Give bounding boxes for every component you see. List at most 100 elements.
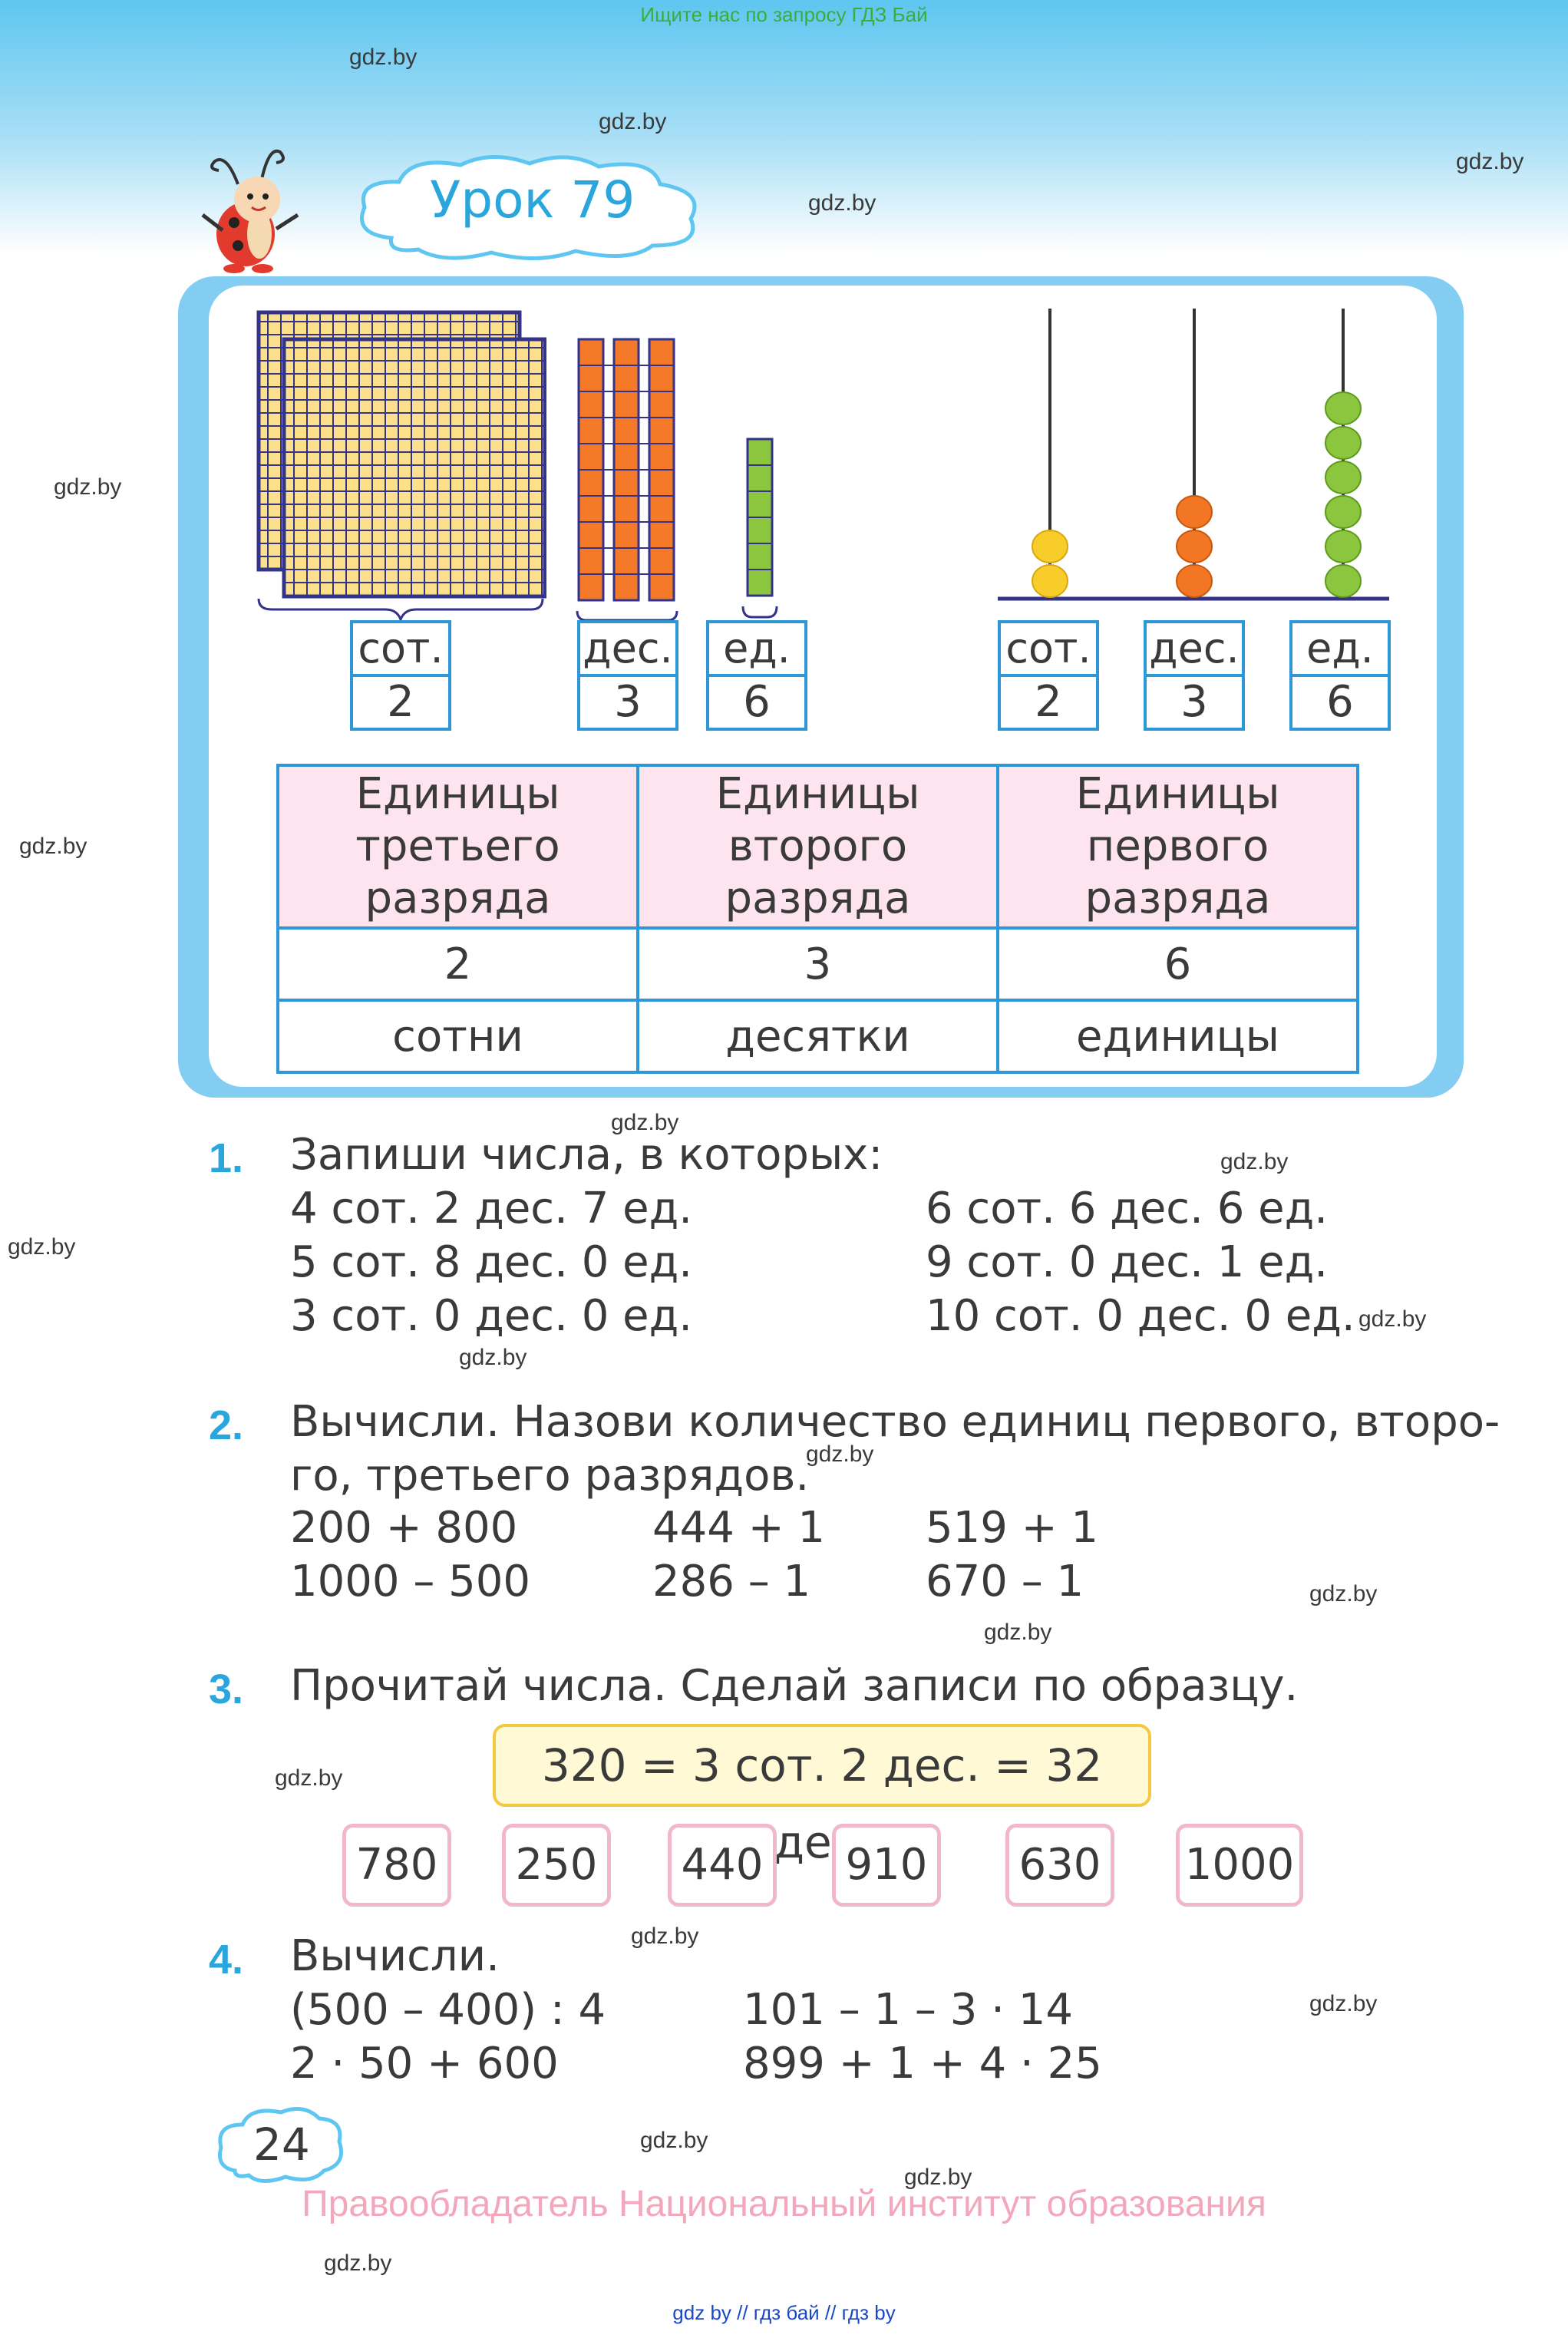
table-header-row: Единицы третьего разряда Единицы второго… [276,764,1359,930]
header-line: Единицы [1075,769,1280,819]
task-1-item: 3 сот. 0 дес. 0 ед. [290,1291,693,1341]
digit-cell: 2 [276,926,639,1002]
watermark: gdz.by [631,1924,699,1949]
watermark: gdz.by [275,1765,343,1791]
rank-name-cell: десятки [636,999,999,1074]
watermark: gdz.by [1358,1306,1427,1332]
task-3-number: 3. [209,1666,244,1712]
watermark: gdz.by [1456,149,1524,174]
task-2-number: 2. [209,1402,244,1448]
task-1-item: 5 сот. 8 дес. 0 ед. [290,1237,693,1287]
task-2-title-line: Вычисли. Назови количество единиц первог… [290,1397,1500,1447]
task-2-expression: 200 + 800 [290,1503,518,1553]
task-1-title: Запиши числа, в которых: [290,1130,883,1180]
units-cubes [741,438,778,619]
header-line: разряда [725,873,911,923]
task-2-expression: 670 – 1 [926,1557,1084,1607]
title-cloud-icon [360,155,697,261]
hundreds-blocks [256,310,546,623]
task-1-item: 9 сот. 0 дес. 1 ед. [926,1237,1329,1287]
blocks-units-label: ед. 6 [706,620,807,731]
watermark: gdz.by [1309,1581,1378,1607]
task-2-title-line: го, третьего разрядов. [290,1451,810,1501]
task-3-title: Прочитай числа. Сделай записи по образцу… [290,1661,1299,1711]
task-4-expression: 2 · 50 + 600 [290,2039,559,2089]
lesson-title: Урок 79 [430,170,635,230]
task-4-title: Вычисли. [290,1931,500,1981]
watermark: gdz.by [1220,1149,1289,1174]
watermark: gdz.by [1309,1991,1378,2016]
watermark: gdz.by [324,2250,392,2276]
header-line: второго [728,821,908,871]
units-value: 6 [743,677,771,727]
hundreds-value: 2 [1035,677,1062,727]
ladybug-icon [201,149,299,273]
digit-cell: 6 [996,926,1359,1002]
task-4-expression: 899 + 1 + 4 · 25 [743,2039,1102,2089]
task-4-expression: (500 – 400) : 4 [290,1985,606,2035]
page-number-cloud-icon [218,2107,343,2183]
tens-rods [576,338,678,622]
watermark: gdz.by [640,2128,708,2153]
task-3-number-card: 440 [668,1824,777,1907]
task-4-number: 4. [209,1937,244,1983]
task-2-expression: 444 + 1 [652,1503,826,1553]
watermark: gdz.by [611,1110,679,1135]
bottom-links[interactable]: gdz by // гдз бай // гдз by [672,2301,896,2324]
task-3-sample: 320 = 3 сот. 2 дес. = 32 дес. [493,1724,1151,1868]
tens-value: 3 [1180,677,1208,727]
watermark: gdz.by [984,1620,1052,1645]
table-row: 2 3 6 [276,926,1359,1002]
tens-short-label: дес. [580,623,675,677]
header-line: Единицы [715,769,920,819]
task-1-item: 6 сот. 6 дес. 6 ед. [926,1184,1329,1233]
hundreds-value: 2 [387,677,414,727]
watermark: gdz.by [599,109,667,134]
task-3-number-card: 250 [502,1824,611,1907]
task-3-number-card: 780 [342,1824,451,1907]
task-2-expression: 286 – 1 [652,1557,811,1607]
tens-short-label: дес. [1147,623,1242,677]
watermark: gdz.by [54,474,122,500]
watermark: gdz.by [19,834,87,859]
top-banner[interactable]: Ищите нас по запросу ГДЗ Бай [640,3,928,26]
header-line: третьего [355,821,560,871]
watermark: gdz.by [808,190,876,216]
units-short-label: ед. [709,623,804,677]
header-second-rank: Единицы второго разряда [636,764,999,930]
header-first-rank: Единицы первого разряда [996,764,1359,930]
task-4-expression: 101 – 1 – 3 · 14 [743,1985,1074,2035]
watermark: gdz.by [8,1234,76,1260]
blocks-tens-label: дес. 3 [577,620,678,731]
rank-name-cell: единицы [996,999,1359,1074]
task-2-expression: 1000 – 500 [290,1557,531,1607]
header-third-rank: Единицы третьего разряда [276,764,639,930]
header-line: Единицы [355,769,560,819]
task-1-item: 4 сот. 2 дес. 7 ед. [290,1184,693,1233]
units-value: 6 [1326,677,1354,727]
blocks-hundreds-label: сот. 2 [350,620,451,731]
page-number: 24 [253,2118,310,2171]
header-line: разряда [1084,873,1271,923]
table-row: сотни десятки единицы [276,999,1359,1074]
task-3-number-card: 1000 [1176,1824,1303,1907]
tens-value: 3 [614,677,642,727]
watermark: gdz.by [349,45,418,70]
watermark: gdz.by [459,1345,527,1370]
abacus-tens-label: дес. 3 [1144,620,1245,731]
header-line: разряда [365,873,551,923]
place-value-table: Единицы третьего разряда Единицы второго… [276,764,1359,1074]
watermark: gdz.by [904,2165,972,2190]
digit-cell: 3 [636,926,999,1002]
abacus-units-label: ед. 6 [1289,620,1391,731]
watermark: gdz.by [806,1441,874,1467]
abacus [998,309,1389,601]
task-3-number-card: 910 [832,1824,941,1907]
copyright-notice: Правообладатель Национальный институт об… [302,2184,1266,2224]
hundreds-short-label: сот. [353,623,448,677]
units-short-label: ед. [1292,623,1388,677]
task-2-expression: 519 + 1 [926,1503,1099,1553]
task-3-number-card: 630 [1005,1824,1114,1907]
task-1-number: 1. [209,1135,244,1181]
hundreds-short-label: сот. [1001,623,1096,677]
